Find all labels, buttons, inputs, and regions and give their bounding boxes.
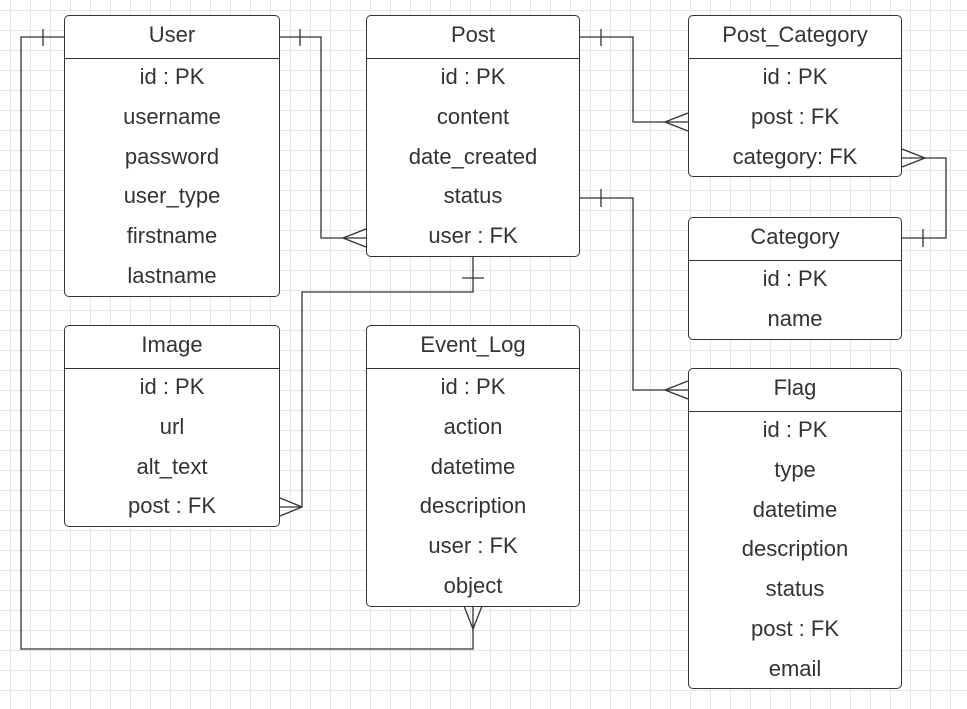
many-marker-post-postcategory <box>664 112 689 132</box>
field-row: content <box>436 103 510 129</box>
entity-user: User id : PK username password user_type… <box>64 15 280 297</box>
many-marker-user-eventlog <box>463 605 483 630</box>
field-row: lastname <box>127 262 217 288</box>
field-row: name <box>767 305 823 331</box>
field-row: post : FK <box>127 493 217 519</box>
many-marker-post-flag <box>664 380 689 400</box>
field-row: status <box>765 576 825 602</box>
field-row: password <box>124 143 220 169</box>
field-row: date_created <box>408 143 538 169</box>
field-row: alt_text <box>136 453 208 479</box>
field-row: datetime <box>752 496 838 522</box>
entity-title: User <box>65 16 279 59</box>
field-row: username <box>123 103 221 129</box>
field-row: user : FK <box>428 533 518 559</box>
field-row: post : FK <box>750 103 840 129</box>
connector-category-postcategory <box>902 157 947 239</box>
entity-category: Category id : PK name <box>688 217 902 340</box>
field-row: firstname <box>126 223 218 249</box>
entity-flag: Flag id : PK type datetime description s… <box>688 368 902 689</box>
entity-event-log: Event_Log id : PK action datetime descri… <box>366 325 580 607</box>
field-row: user : FK <box>428 223 518 249</box>
field-row: email <box>768 655 822 681</box>
entity-title: Post_Category <box>689 16 901 59</box>
field-row: type <box>774 456 816 482</box>
connector-post-flag <box>580 197 688 391</box>
field-row: id : PK <box>440 64 506 89</box>
many-marker-post-image <box>279 497 303 517</box>
connector-post-postcategory <box>580 36 688 123</box>
entity-post-category: Post_Category id : PK post : FK category… <box>688 15 902 177</box>
field-row: id : PK <box>139 64 205 89</box>
entity-title: Flag <box>689 369 901 412</box>
field-row: post : FK <box>750 615 840 641</box>
entity-title: Image <box>65 326 279 369</box>
field-row: id : PK <box>762 64 828 89</box>
entity-title: Event_Log <box>367 326 579 369</box>
field-row: object <box>443 572 503 598</box>
field-row: id : PK <box>440 374 506 399</box>
entity-post: Post id : PK content date_created status… <box>366 15 580 257</box>
entity-title: Post <box>367 16 579 59</box>
entity-image: Image id : PK url alt_text post : FK <box>64 325 280 527</box>
field-row: datetime <box>430 453 516 479</box>
connector-user-post <box>280 36 366 239</box>
field-row: description <box>741 536 849 562</box>
entity-title: Category <box>689 218 901 261</box>
many-marker-user-post <box>342 228 367 248</box>
field-row: action <box>443 413 503 439</box>
field-row: category: FK <box>732 143 858 169</box>
many-marker-category-postcategory <box>901 148 926 168</box>
field-row: description <box>419 493 527 519</box>
field-row: id : PK <box>762 417 828 442</box>
field-row: id : PK <box>139 374 205 399</box>
field-row: user_type <box>123 183 221 209</box>
field-row: url <box>159 413 185 439</box>
field-row: id : PK <box>762 266 828 291</box>
field-row: status <box>443 183 503 209</box>
